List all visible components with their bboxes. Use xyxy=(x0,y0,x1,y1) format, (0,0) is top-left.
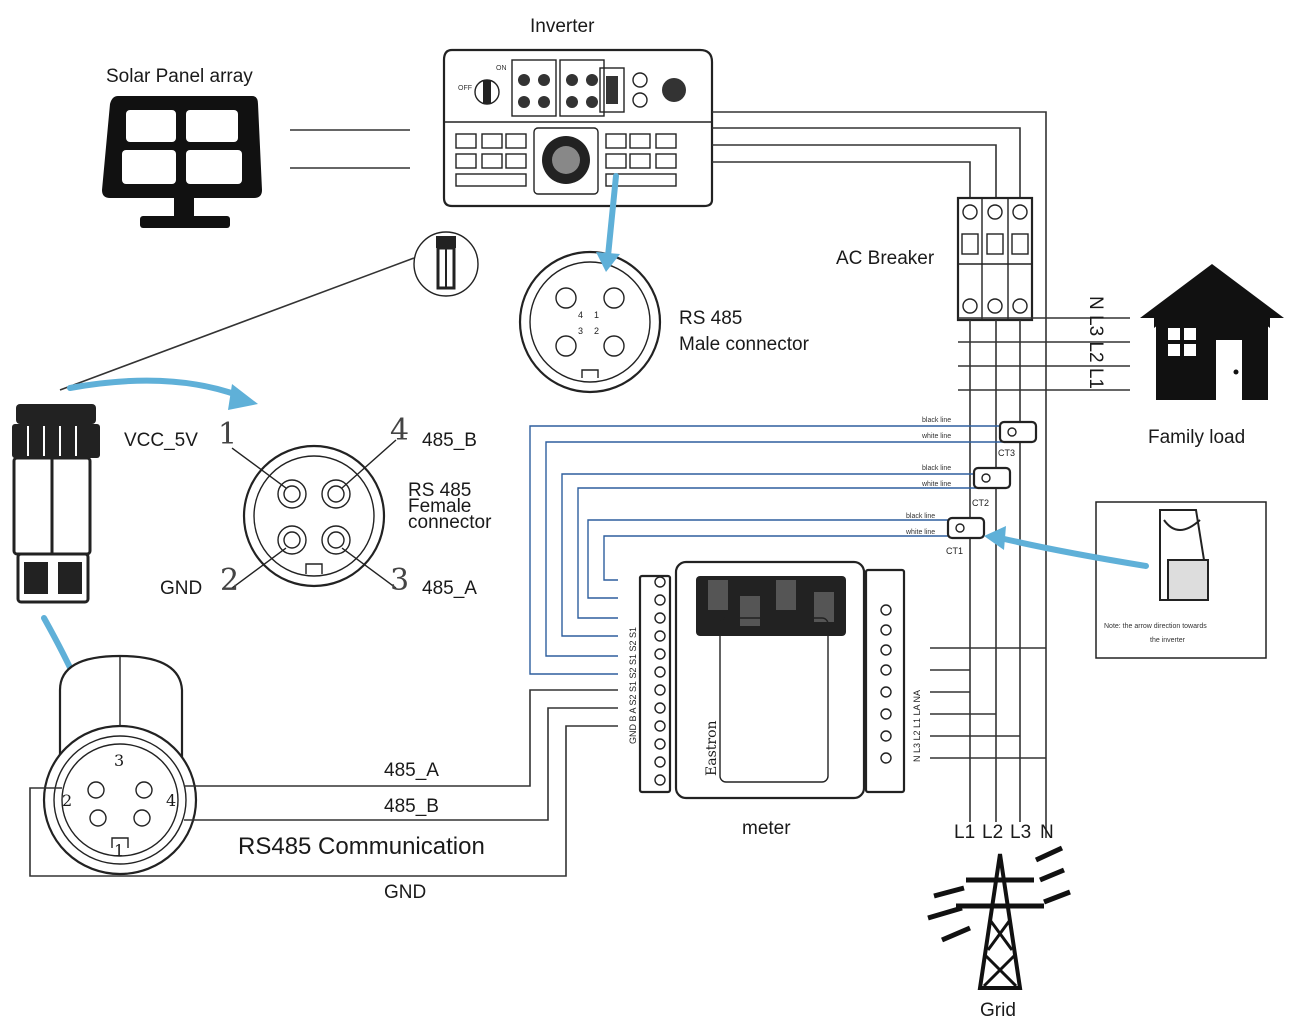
meter-left-terminals: GND B A S2 S1 S2 S1 S2 S1 xyxy=(628,627,638,744)
female-pin-1: 1 xyxy=(218,417,237,452)
svg-text:ON: ON xyxy=(496,65,507,72)
ct2-black-wire xyxy=(577,487,980,619)
pin-485b-label: 485_B xyxy=(422,430,477,451)
cable-plug-icon xyxy=(12,404,100,604)
gnd-label: GND xyxy=(160,578,202,599)
l1-label: L1 xyxy=(954,822,975,843)
ct3-black-label: black line xyxy=(922,417,951,424)
arrow-note-to-ct1 xyxy=(997,535,1149,569)
note-text-2: the inverter xyxy=(1150,637,1186,644)
grid-label: Grid xyxy=(980,1000,1016,1021)
svg-text:OFF: OFF xyxy=(458,85,472,92)
wire-485b xyxy=(184,707,618,821)
solar-panel-icon xyxy=(102,96,262,228)
female-pin-3: 3 xyxy=(390,563,409,598)
ct1-black-wire xyxy=(603,535,960,581)
ct3-black-wire xyxy=(545,441,1004,657)
comm-pin-1: 1 xyxy=(114,841,124,860)
ct2-white-wire xyxy=(561,473,976,637)
male-pin-1: 1 xyxy=(594,310,599,320)
ct1-clamp xyxy=(946,516,986,540)
rs485-male-label-1: RS 485 xyxy=(679,308,742,329)
wire-gnd xyxy=(29,725,618,877)
grid-tower-icon xyxy=(927,845,1071,990)
ac-breaker-device xyxy=(956,196,1034,322)
rs485-comm-connector: 3 2 4 1 xyxy=(42,654,198,876)
female-label-1: RS 485 xyxy=(408,480,471,501)
ct-note-box: Note: the arrow direction towards the in… xyxy=(1095,501,1267,659)
wire-gnd-label: GND xyxy=(384,882,426,903)
pin-485a-label: 485_A xyxy=(422,578,477,599)
rs485-male-label-2: Male connector xyxy=(679,334,810,355)
home-lines-label: N L3 L2 L1 xyxy=(1085,296,1106,389)
rs485-comm-label: RS485 Communication xyxy=(238,833,485,860)
eastron-meter: Eastron xyxy=(638,560,906,800)
ct1-label: CT1 xyxy=(946,546,963,556)
ac-wire-n xyxy=(712,111,1047,838)
male-pin-4: 4 xyxy=(578,310,583,320)
ct3-clamp xyxy=(998,420,1038,444)
l3-label: L3 xyxy=(1010,822,1031,843)
family-load-label: Family load xyxy=(1148,427,1245,448)
inverter-label: Inverter xyxy=(530,16,595,37)
l2-label: L2 xyxy=(982,822,1003,843)
ct1-white-label: white line xyxy=(905,529,935,536)
solar-label: Solar Panel array xyxy=(106,66,253,87)
meter-label: meter xyxy=(742,818,791,839)
ac-wire-l3-top xyxy=(712,127,1021,200)
comm-pin-3: 3 xyxy=(114,751,124,770)
wire-485b-label: 485_B xyxy=(384,796,439,817)
wire-485a-label: 485_A xyxy=(384,760,439,781)
ct2-black-label: black line xyxy=(922,465,951,472)
ct2-clamp xyxy=(972,466,1012,490)
ct1-black-label: black line xyxy=(906,513,935,520)
comm-pin-4: 4 xyxy=(166,791,176,810)
ct1-white-wire xyxy=(587,519,948,599)
male-pin-3: 3 xyxy=(578,326,583,336)
ct2-white-label: white line xyxy=(921,481,951,488)
callout-line xyxy=(59,257,415,391)
house-icon xyxy=(1140,264,1284,400)
comm-pin-2: 2 xyxy=(62,791,72,810)
female-label-2: Female xyxy=(408,496,471,517)
ac-breaker-label: AC Breaker xyxy=(836,248,935,269)
note-text-1: Note: the arrow direction towards xyxy=(1104,623,1207,630)
female-pin-2: 2 xyxy=(220,563,239,598)
ct3-white-label: white line xyxy=(921,433,951,440)
vcc-label: VCC_5V xyxy=(124,430,198,451)
arrow-plug-to-female xyxy=(67,377,243,399)
female-label-3: connector xyxy=(408,512,492,533)
meter-right-terminals: N L3 L2 L1 LA NA xyxy=(912,690,922,762)
female-pin-4: 4 xyxy=(390,413,409,448)
arrow-inverter-to-male xyxy=(605,173,619,259)
inverter-device: OFF ON xyxy=(442,48,714,208)
ct3-white-wire xyxy=(529,425,1000,675)
rs485-male-connector: 4 1 3 2 xyxy=(518,250,662,394)
n-label: N xyxy=(1040,822,1054,843)
male-pin-2: 2 xyxy=(594,326,599,336)
plug-detail-icon xyxy=(413,231,479,297)
wire-485a xyxy=(184,689,618,787)
eastron-label: Eastron xyxy=(704,720,720,776)
ac-wire-l2-top xyxy=(712,144,997,200)
ac-wire-l1-top xyxy=(712,161,971,200)
ct3-label: CT3 xyxy=(998,448,1015,458)
ct2-label: CT2 xyxy=(972,498,989,508)
rs485-female-connector xyxy=(242,444,386,588)
